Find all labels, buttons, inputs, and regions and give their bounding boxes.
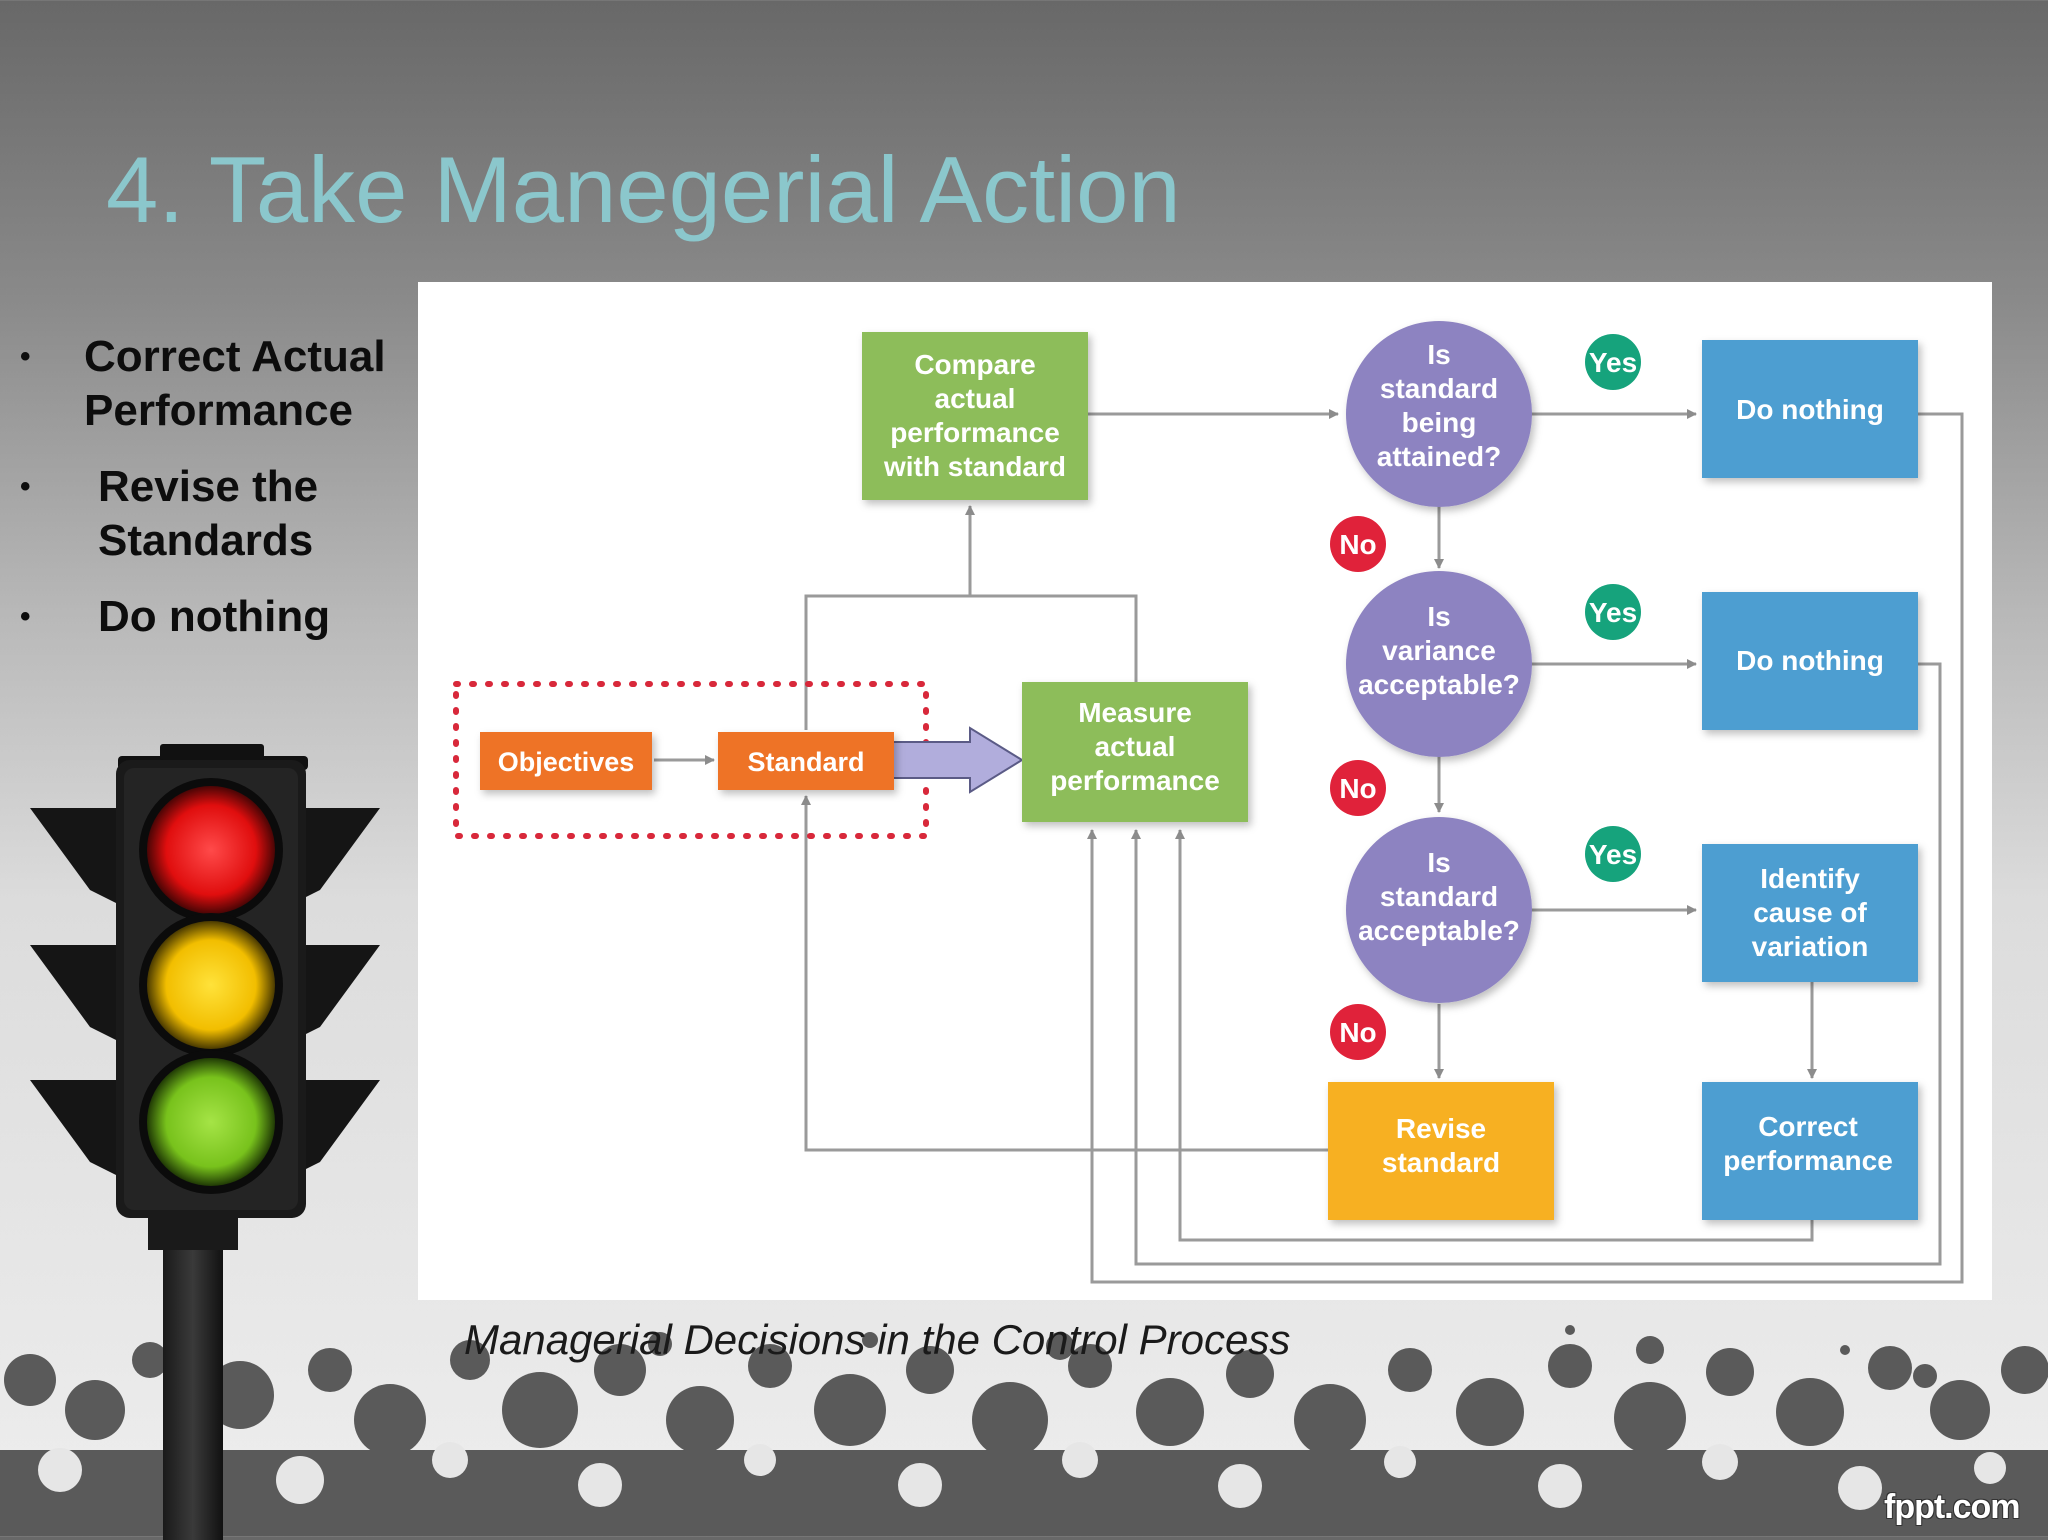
watermark-logo: fppt.com <box>1884 1488 2021 1526</box>
svg-text:Yes: Yes <box>1589 597 1637 628</box>
action-label: variation <box>1752 931 1869 962</box>
bullet-dot: • <box>20 470 31 503</box>
decision-line: variance <box>1382 635 1496 666</box>
bullet-dot: • <box>20 600 31 633</box>
bullet-text-line: Do nothing <box>98 592 331 641</box>
bullet-text-line: Performance <box>84 386 354 435</box>
node-compare-line: performance <box>890 417 1060 448</box>
action-label: Do nothing <box>1736 645 1884 676</box>
decision-line: Is <box>1427 601 1450 632</box>
action-do-nothing-2: Do nothing <box>1702 592 1918 730</box>
decision-line: acceptable? <box>1358 669 1520 700</box>
traffic-light-icon <box>30 744 380 1540</box>
action-label: Identify <box>1760 863 1860 894</box>
action-do-nothing-1: Do nothing <box>1702 340 1918 478</box>
svg-text:Yes: Yes <box>1589 347 1637 378</box>
node-standard: Standard <box>718 732 894 790</box>
node-measure-line: actual <box>1095 731 1176 762</box>
decision-line: Is <box>1427 339 1450 370</box>
diagram-canvas: Objectives Standard Compare actual perfo… <box>453 321 1964 1284</box>
action-label: Revise <box>1396 1113 1486 1144</box>
yes-badge: Yes <box>1585 826 1641 882</box>
action-revise-standard: Revise standard <box>1328 1082 1554 1220</box>
bullet-dot: • <box>20 340 31 373</box>
decision-line: attained? <box>1377 441 1501 472</box>
node-measure-line: performance <box>1050 765 1220 796</box>
standard-to-measure-arrow <box>891 726 1024 794</box>
node-measure-line: Measure <box>1078 697 1192 728</box>
yes-badge: Yes <box>1585 334 1641 390</box>
node-compare-line: with standard <box>883 451 1066 482</box>
action-label: standard <box>1382 1147 1500 1178</box>
node-compare-line: actual <box>935 383 1016 414</box>
decision-standard-attained: Is standard being attained? <box>1346 321 1532 507</box>
node-compare-line: Compare <box>914 349 1035 380</box>
bullet-text-line: Correct Actual <box>84 332 386 381</box>
decision-standard-acceptable: Is standard acceptable? <box>1346 817 1532 1003</box>
green-light-icon <box>147 1058 275 1186</box>
no-badge: No <box>1330 760 1386 816</box>
bullet-text-line: Standards <box>98 516 314 565</box>
action-label: performance <box>1723 1145 1893 1176</box>
node-objectives: Objectives <box>480 732 652 790</box>
action-identify-cause-of-variation: Identify cause of variation <box>1702 844 1918 982</box>
node-standard-label: Standard <box>747 747 864 777</box>
node-objectives-label: Objectives <box>498 747 635 777</box>
no-badge: No <box>1330 1004 1386 1060</box>
yes-badge: Yes <box>1585 584 1641 640</box>
svg-text:No: No <box>1339 773 1376 804</box>
decision-line: standard <box>1380 373 1498 404</box>
action-label: cause of <box>1753 897 1867 928</box>
red-light-icon <box>147 786 275 914</box>
decision-line: acceptable? <box>1358 915 1520 946</box>
action-correct-performance: Correct performance <box>1702 1082 1918 1220</box>
decision-line: being <box>1402 407 1477 438</box>
yellow-light-icon <box>147 921 275 1049</box>
node-compare-actual-performance: Compare actual performance with standard <box>862 332 1088 500</box>
diagram-caption: Managerial Decisions in the Control Proc… <box>464 1316 1291 1363</box>
decision-line: standard <box>1380 881 1498 912</box>
action-label: Do nothing <box>1736 394 1884 425</box>
decision-line: Is <box>1427 847 1450 878</box>
svg-text:No: No <box>1339 1017 1376 1048</box>
no-badge: No <box>1330 516 1386 572</box>
decorative-dots-background <box>0 1325 2048 1536</box>
connectors <box>654 409 1964 1284</box>
decision-variance-acceptable: Is variance acceptable? <box>1346 571 1532 757</box>
slide-title: 4. Take Manegerial Action <box>106 137 1181 242</box>
bullet-text-line: Revise the <box>98 462 319 511</box>
svg-text:No: No <box>1339 529 1376 560</box>
control-process-diagram: Objectives Standard Compare actual perfo… <box>418 282 1992 1300</box>
svg-text:Yes: Yes <box>1589 839 1637 870</box>
node-measure-actual-performance: Measure actual performance <box>1022 682 1248 822</box>
action-label: Correct <box>1758 1111 1858 1142</box>
